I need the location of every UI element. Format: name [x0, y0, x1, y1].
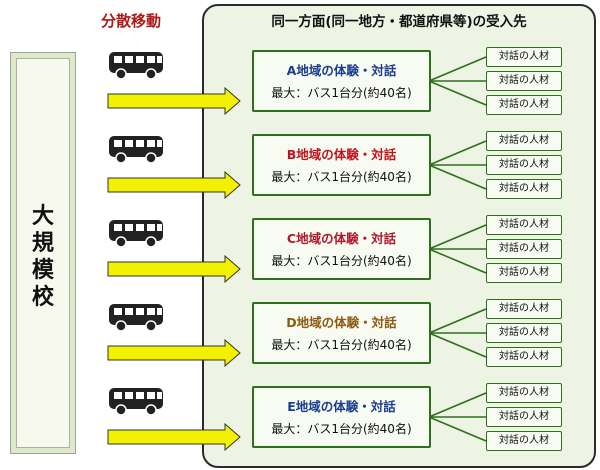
school-char: 大 — [31, 204, 54, 229]
dialogue-personnel-box: 対話の人材 — [486, 179, 562, 199]
dialogue-personnel-box: 対話の人材 — [486, 263, 562, 283]
bus-icon — [107, 218, 165, 248]
arrow-right-icon — [107, 422, 241, 452]
area-capacity: 最大：バス1台分(約40名) — [271, 338, 412, 352]
area-capacity: 最大：バス1台分(約40名) — [271, 170, 412, 184]
dialogue-personnel-box: 対話の人材 — [486, 431, 562, 451]
area-capacity: 最大：バス1台分(約40名) — [271, 86, 412, 100]
school-char: 校 — [31, 285, 54, 310]
area-box: A地域の体験・対話最大：バス1台分(約40名) — [252, 50, 431, 112]
dialogue-personnel-box: 対話の人材 — [486, 407, 562, 427]
school-label: 大 規 模 校 — [11, 203, 75, 311]
bus-icon — [107, 386, 165, 416]
dispersal-label: 分散移動 — [101, 12, 162, 30]
dialogue-personnel-box: 対話の人材 — [486, 71, 562, 91]
area-capacity: 最大：バス1台分(約40名) — [271, 254, 412, 268]
arrow-right-icon — [107, 338, 241, 368]
area-box: D地域の体験・対話最大：バス1台分(約40名) — [252, 302, 431, 364]
dialogue-personnel-box: 対話の人材 — [486, 347, 562, 367]
area-box: E地域の体験・対話最大：バス1台分(約40名) — [252, 386, 431, 448]
large-school-box: 大 規 模 校 — [10, 52, 76, 454]
school-char: 規 — [31, 231, 54, 256]
destination-title: 同一方面(同一地方・都道府県等)の受入先 — [271, 14, 527, 30]
bus-icon — [107, 302, 165, 332]
school-char: 模 — [31, 258, 54, 283]
arrow-right-icon — [107, 86, 241, 116]
area-name: B地域の体験・対話 — [286, 147, 397, 162]
dialogue-personnel-box: 対話の人材 — [486, 95, 562, 115]
area-name: D地域の体験・対話 — [286, 315, 397, 330]
dialogue-personnel-box: 対話の人材 — [486, 47, 562, 67]
area-box: C地域の体験・対話最大：バス1台分(約40名) — [252, 218, 431, 280]
dialogue-personnel-box: 対話の人材 — [486, 299, 562, 319]
dialogue-personnel-box: 対話の人材 — [486, 155, 562, 175]
bus-icon — [107, 134, 165, 164]
dialogue-personnel-box: 対話の人材 — [486, 323, 562, 343]
arrow-right-icon — [107, 254, 241, 284]
area-name: A地域の体験・対話 — [286, 63, 397, 78]
area-name: C地域の体験・対話 — [286, 231, 397, 246]
area-capacity: 最大：バス1台分(約40名) — [271, 422, 412, 436]
dialogue-personnel-box: 対話の人材 — [486, 131, 562, 151]
area-box: B地域の体験・対話最大：バス1台分(約40名) — [252, 134, 431, 196]
area-name: E地域の体験・対話 — [287, 399, 396, 414]
dialogue-personnel-box: 対話の人材 — [486, 383, 562, 403]
arrow-right-icon — [107, 170, 241, 200]
bus-icon — [107, 50, 165, 80]
dialogue-personnel-box: 対話の人材 — [486, 239, 562, 259]
dialogue-personnel-box: 対話の人材 — [486, 215, 562, 235]
